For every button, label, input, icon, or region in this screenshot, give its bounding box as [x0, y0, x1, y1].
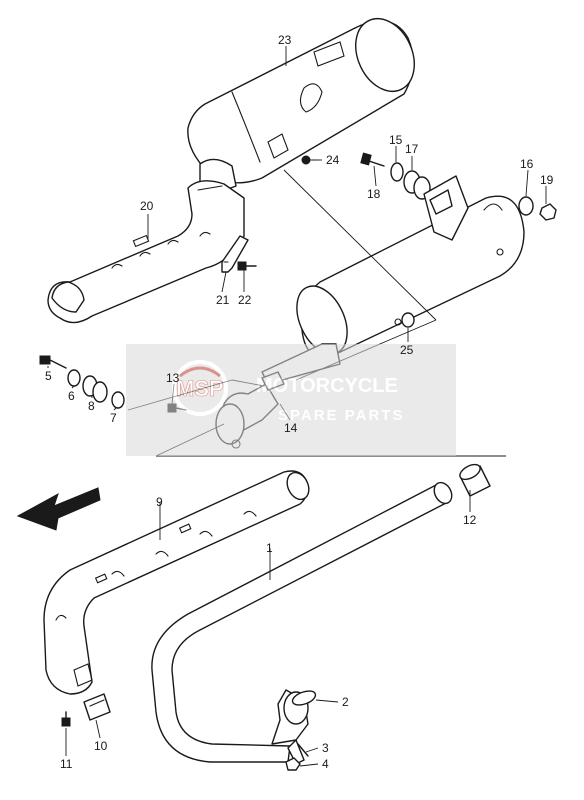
callout-12: 12 [463, 513, 477, 527]
part-9-heat-shield [43, 470, 310, 695]
part-8-damper [82, 375, 108, 403]
part-5-bolt [39, 355, 67, 369]
part-12-joint [459, 463, 491, 497]
callout-16: 16 [520, 157, 534, 171]
callout-labels: 23 20 21 22 24 18 15 17 16 19 25 13 14 5… [45, 33, 554, 771]
part-4-nut [285, 757, 301, 771]
part-20-heat-shield [47, 180, 245, 324]
callout-7: 7 [110, 411, 117, 425]
part-15-washer [390, 162, 404, 182]
part-3-stud [297, 743, 309, 757]
callout-20: 20 [140, 199, 154, 213]
callout-15: 15 [389, 133, 403, 147]
callout-21: 21 [216, 293, 230, 307]
callout-14: 14 [284, 421, 298, 435]
part-6-washer [67, 369, 81, 387]
front-direction-arrow [16, 487, 101, 531]
callout-24: 24 [326, 153, 340, 167]
callout-18: 18 [367, 187, 381, 201]
watermark-logo: MSP [176, 376, 224, 401]
watermark-line1: MOTORCYCLE [256, 375, 398, 397]
callout-4: 4 [322, 757, 329, 771]
callout-1: 1 [266, 541, 273, 555]
callout-17: 17 [405, 142, 419, 156]
callout-5: 5 [45, 369, 52, 383]
callout-23: 23 [278, 33, 292, 47]
part-19-nut [539, 203, 557, 221]
part-11-bolt [61, 711, 71, 727]
watermark-line2: SPARE PARTS [278, 407, 404, 424]
part-21-bracket [221, 235, 249, 273]
callout-3: 3 [322, 741, 329, 755]
part-2-gasket [291, 690, 317, 706]
part-22-bolt [237, 261, 257, 271]
callout-22: 22 [238, 293, 252, 307]
callout-19: 19 [540, 173, 554, 187]
callout-10: 10 [94, 739, 108, 753]
callout-11: 11 [60, 757, 73, 771]
part-10-clamp [83, 693, 111, 721]
part-18-bolt [360, 152, 385, 167]
watermark: MSP MOTORCYCLE SPARE PARTS [126, 344, 456, 456]
callout-9: 9 [156, 495, 163, 509]
part-25-nut [401, 312, 415, 328]
callout-8: 8 [88, 399, 95, 413]
part-7-washer [111, 391, 125, 409]
callout-6: 6 [68, 389, 75, 403]
callout-2: 2 [342, 695, 349, 709]
callout-25: 25 [400, 343, 414, 357]
callout-13: 13 [166, 371, 180, 385]
part-16-washer [518, 196, 534, 216]
